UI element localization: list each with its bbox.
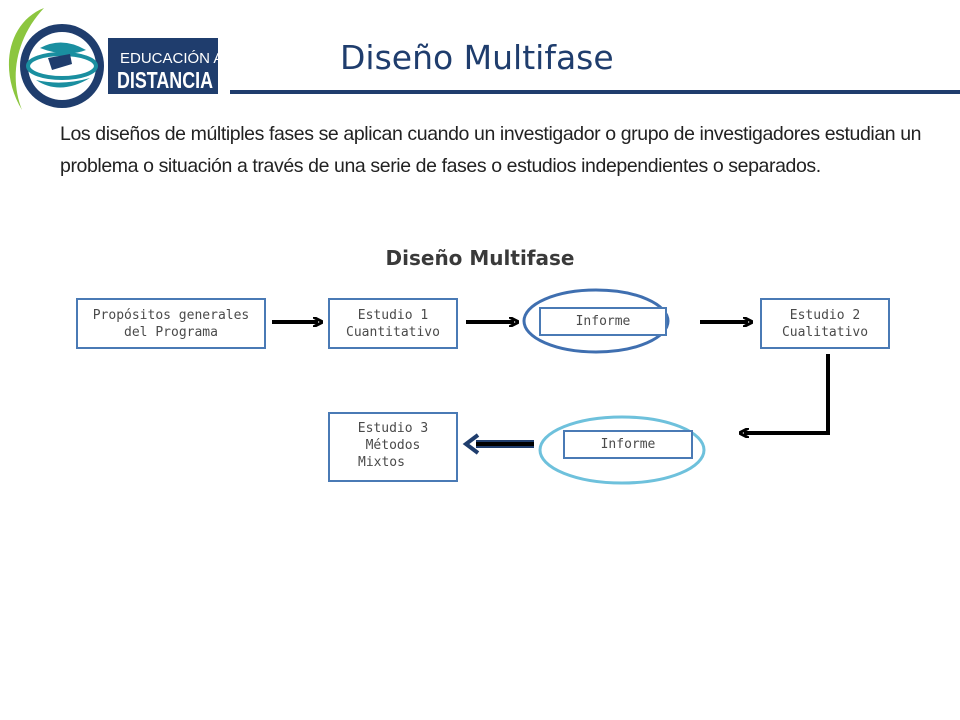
- node-informe-1: Informe: [539, 307, 667, 336]
- slide-title: Diseño Multifase: [340, 38, 614, 77]
- educacion-a-distancia-logo: EDUCACIÓN A DISTANCIA: [8, 8, 223, 110]
- node-estudio-3: Estudio 3 Métodos Mixtos: [328, 412, 458, 482]
- node-estudio3-line3: Mixtos: [358, 455, 405, 470]
- node-estudio1-line1: Estudio 1: [357, 308, 429, 323]
- logo-line1: EDUCACIÓN A: [120, 50, 223, 67]
- arrow-informe2-to-estudio3: [462, 433, 534, 455]
- node-estudio-2: Estudio 2 Cualitativo: [760, 298, 890, 349]
- node-estudio2-line1: Estudio 2: [789, 308, 861, 323]
- diagram-title: Diseño Multifase: [385, 246, 575, 270]
- logo-line2: DISTANCIA: [117, 67, 213, 93]
- node-estudio1-line2: Cuantitativo: [346, 325, 440, 340]
- node-informe-2: Informe: [563, 430, 693, 459]
- node-informe1-label: Informe: [575, 314, 631, 329]
- node-estudio3-line2: Métodos: [365, 438, 421, 453]
- node-informe2-label: Informe: [600, 437, 656, 452]
- node-estudio2-line2: Cualitativo: [781, 325, 869, 340]
- node-estudio3-line1: Estudio 3: [357, 421, 429, 436]
- node-estudio-1: Estudio 1 Cuantitativo: [328, 298, 458, 349]
- informe-2-ellipse: [538, 415, 706, 485]
- arrow-estudio2-to-informe2: [744, 354, 830, 433]
- intro-paragraph: Los diseños de múltiples fases se aplica…: [60, 123, 922, 177]
- header-rule: [230, 90, 960, 94]
- node-propositos-line2: del Programa: [124, 325, 218, 340]
- node-propositos-line1: Propósitos generales: [92, 308, 250, 323]
- node-propositos-generales: Propósitos generales del Programa: [76, 298, 266, 349]
- informe-1-ellipse: [522, 288, 670, 354]
